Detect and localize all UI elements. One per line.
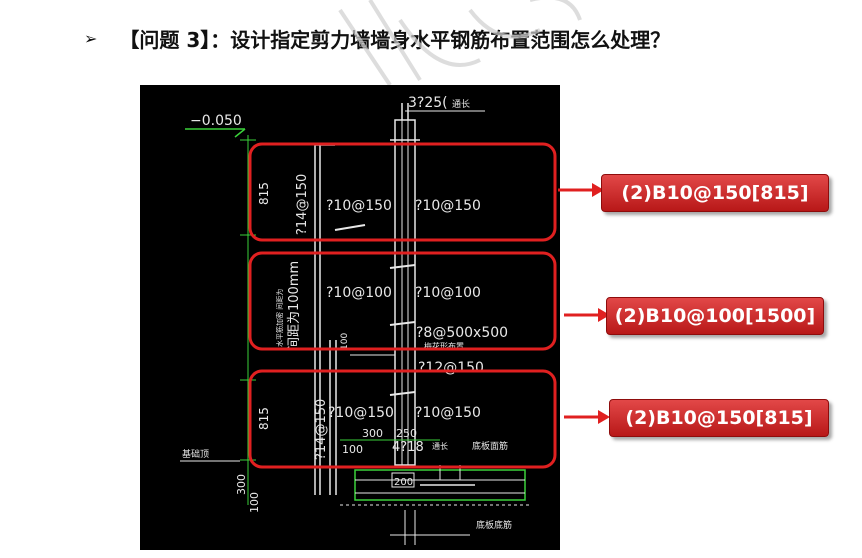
dim-815-top: 815 — [257, 182, 271, 205]
dim-250-mid: 250 — [396, 427, 417, 440]
dim-300-mid: 300 — [362, 427, 383, 440]
dim-100-small: 100 — [340, 333, 350, 350]
arrow-right-icon — [564, 308, 610, 322]
h-bar-3-right: ?10@150 — [415, 405, 481, 421]
dim-200: 200 — [394, 477, 413, 488]
vertical-bar-top: ?14@150 — [295, 174, 310, 235]
question-title: 【问题 3】：设计指定剪力墙墙身水平钢筋布置范围怎么处理？ — [119, 27, 671, 52]
tie-label: ?8@500x500 — [416, 325, 508, 341]
elevation-label: −0.050 — [190, 113, 242, 129]
highlight-box-bottom — [248, 369, 557, 469]
dim-300-left: 300 — [235, 474, 248, 495]
slab-bottom-label: 底板底筋 — [476, 519, 512, 531]
spacing-note: 间距为100mm — [287, 261, 302, 350]
bottom-bar-note: 通长 — [432, 441, 448, 451]
arrow-right-icon — [564, 410, 610, 424]
dim-100-left: 100 — [248, 492, 261, 513]
question-heading: ➢ 【问题 3】：设计指定剪力墙墙身水平钢筋布置范围怎么处理？ — [84, 22, 670, 54]
highlight-box-middle — [248, 251, 557, 351]
tie-note: 梅花形布置 — [424, 341, 464, 351]
elevation-tick — [234, 128, 246, 138]
h-bar-1-right: ?10@150 — [415, 198, 481, 214]
arrow-bullet-icon: ➢ — [84, 28, 98, 48]
base-top-label: 基础顶 — [182, 448, 209, 460]
top-bar-label: 3?25( — [408, 95, 448, 111]
callout-middle: (2)B10@100[1500] — [606, 297, 824, 335]
cad-drawing: −0.050 3?25( 通长 815 815 300 100 ?14@150 … — [140, 85, 560, 550]
callout-bottom: (2)B10@150[815] — [609, 399, 829, 437]
h-bar-3-left: ?10@150 — [328, 405, 394, 421]
h-bar-1-left: ?10@150 — [326, 198, 392, 214]
wall-outline — [394, 119, 416, 466]
h-bar-2-right: ?10@100 — [415, 285, 481, 301]
bottom-bar-label: 4?18 — [392, 440, 424, 455]
callout-top: (2)B10@150[815] — [601, 174, 829, 212]
top-bar-note: 通长 — [452, 98, 470, 110]
highlight-box-top — [248, 142, 557, 242]
dim-815-bottom: 815 — [257, 407, 271, 430]
vertical-bar-bottom: ?14@150 — [314, 399, 329, 460]
cad-svg: −0.050 3?25( 通长 815 815 300 100 ?14@150 … — [180, 95, 557, 545]
slab-top-label: 底板面筋 — [472, 440, 508, 452]
arrow-right-icon — [558, 183, 604, 197]
lower-bar-label: ?12@150 — [418, 360, 484, 376]
h-bar-2-left: ?10@100 — [326, 285, 392, 301]
spacing-small: 水平筋加密 间距为 — [275, 289, 284, 347]
dim-100-mid: 100 — [342, 443, 363, 456]
